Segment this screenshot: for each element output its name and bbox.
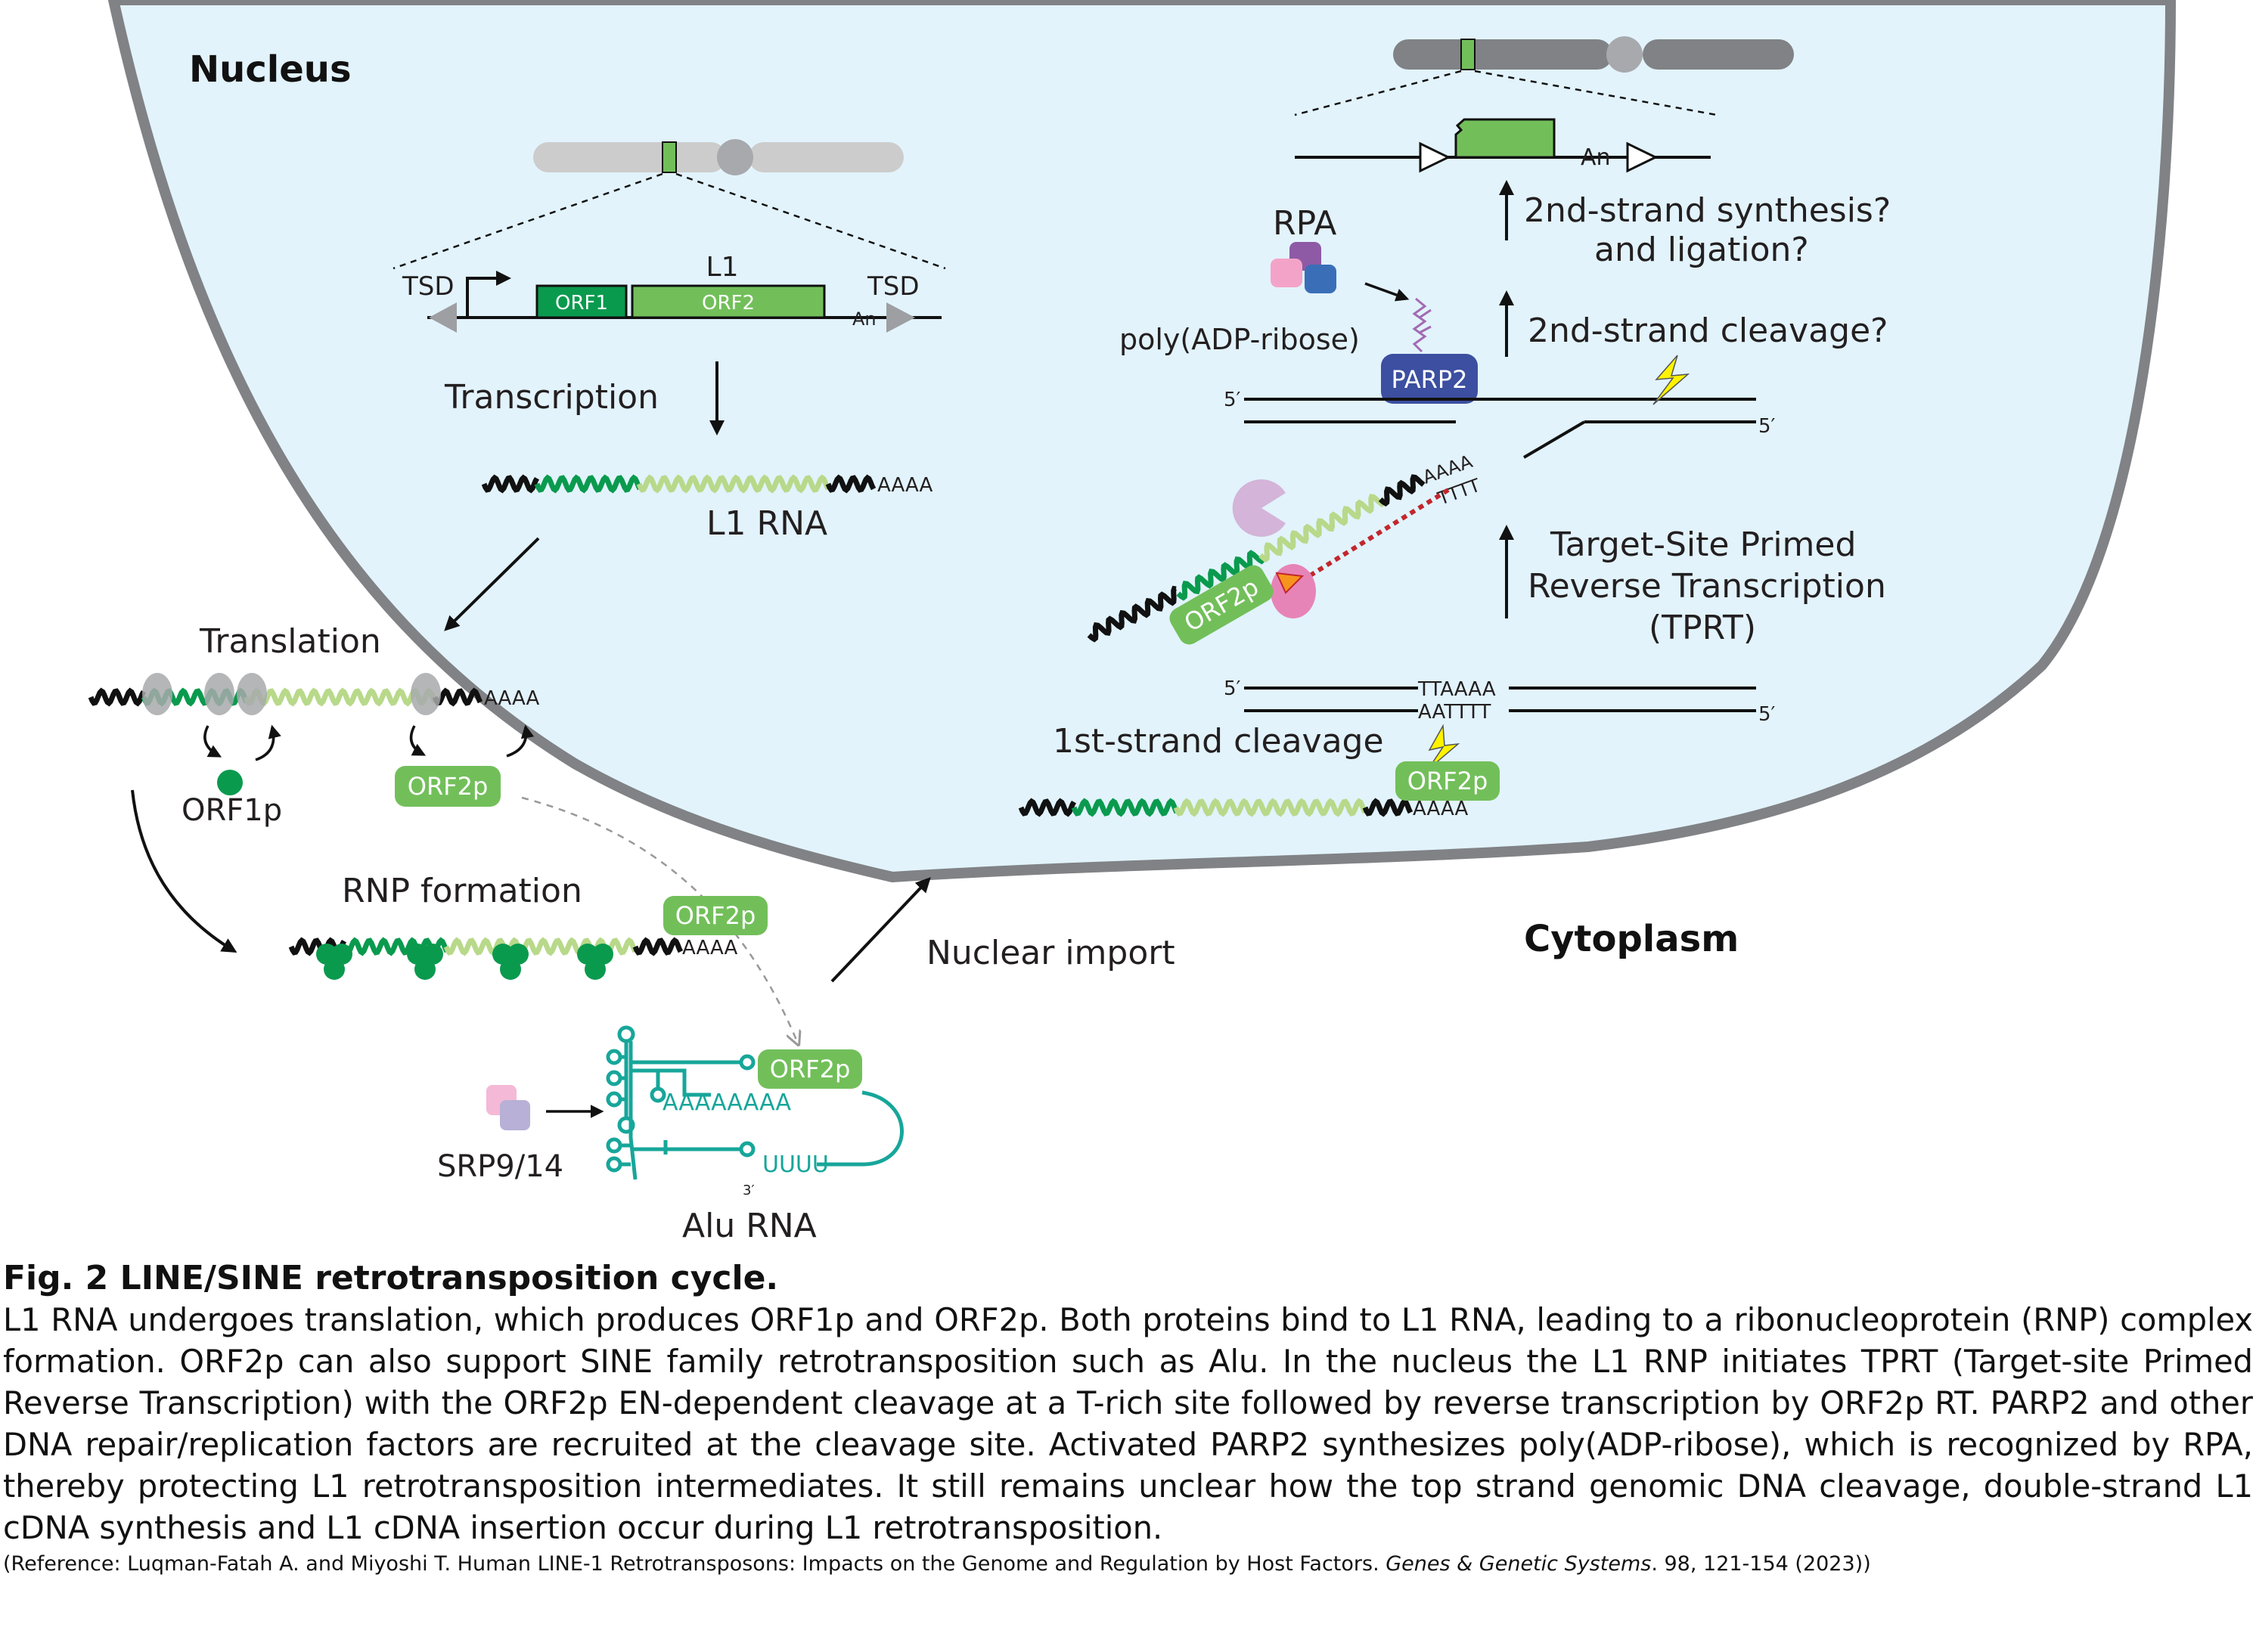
- reverse-transcription-strand: [1087, 474, 1426, 643]
- chromosome-right: [1294, 36, 1794, 116]
- orf1p-release-arrow: [203, 725, 222, 758]
- rna-to-translation-arrow: [444, 537, 540, 631]
- synthesis-label-2: and ligation?: [1594, 231, 1809, 269]
- caption-body: L1 RNA undergoes translation, which prod…: [3, 1301, 2253, 1546]
- reference-prefix: (Reference: Luqman-Fatah A. and Miyoshi …: [3, 1552, 1386, 1576]
- site-bottom-seq: AATTTT: [1418, 701, 1491, 724]
- second-cleavage-bolt: [1652, 355, 1690, 405]
- tprt-label-3: (TPRT): [1649, 609, 1756, 647]
- l1-rna-strand: [481, 474, 877, 494]
- site-bottom-five-prime: 5′: [1758, 703, 1776, 726]
- nuclear-import-arrow: [830, 877, 931, 983]
- insert-poly-a: An: [1581, 144, 1611, 171]
- orf1p-bind-arrow: [255, 724, 281, 761]
- l1-label: L1: [706, 252, 739, 283]
- rnp-poly-a: AAAA: [682, 937, 738, 959]
- rpa-label: RPA: [1273, 204, 1336, 243]
- translation-poly-a: AAAA: [484, 687, 540, 710]
- target-site-dna: [1244, 687, 1756, 712]
- rpa-to-pad-arrow: [1364, 282, 1410, 302]
- orf2p-to-alu-arrow: [521, 796, 798, 1043]
- orf2p-free-label: ORF2p: [408, 772, 489, 801]
- alu-poly-a: AAAAAAAA: [663, 1089, 792, 1116]
- poly-adp-ribose-label: poly(ADP-ribose): [1119, 323, 1360, 356]
- l1-rna-label: L1 RNA: [706, 504, 827, 543]
- first-cleavage-rna: [1018, 798, 1413, 817]
- gene-poly-a-label: An: [852, 308, 877, 330]
- tsd-left-label: TSD: [402, 271, 455, 302]
- tprt-label-2: Reverse Transcription: [1528, 567, 1886, 606]
- pacman-protein: [1232, 479, 1286, 537]
- orf2-label: ORF2: [702, 292, 755, 315]
- srp9-14-complex: [486, 1085, 530, 1130]
- synthesis-label-1: 2nd-strand synthesis?: [1524, 191, 1891, 230]
- alu-orf2p-protein: [758, 1049, 862, 1089]
- site-top-five-prime: 5′: [1224, 677, 1241, 700]
- tprt-intermediate-dna: [1244, 398, 1756, 459]
- first-cleavage-orf2p: [1395, 761, 1500, 801]
- l1-gene-construct: [427, 271, 942, 333]
- srp9-14-label: SRP9/14: [437, 1149, 563, 1184]
- alu-rna-structure: [606, 1025, 904, 1180]
- caption-title: Fig. 2 LINE/SINE retrotransposition cycl…: [3, 1259, 779, 1297]
- chromosome-left: [393, 139, 946, 270]
- orf1p-protein: [217, 770, 243, 795]
- bottom-five-prime-label: 5′: [1758, 415, 1776, 438]
- transcription-label: Transcription: [444, 378, 659, 417]
- nucleus-label: Nucleus: [189, 48, 352, 91]
- parp2-label: PARP2: [1391, 365, 1467, 394]
- reference-journal: Genes & Genetic Systems: [1386, 1552, 1652, 1576]
- alu-rna-label: Alu RNA: [682, 1207, 817, 1245]
- rt-active-site: [1275, 572, 1305, 594]
- translation-to-rnp-arrow: [131, 789, 237, 953]
- rpa-complex: [1271, 242, 1336, 293]
- orf2p-release-arrow: [409, 725, 427, 756]
- tprt-label-1: Target-Site Primed: [1550, 525, 1856, 564]
- orf1p-label: ORF1p: [182, 793, 282, 828]
- figure-caption: Fig. 2 LINE/SINE retrotransposition cycl…: [3, 1258, 2253, 1579]
- rnp-orf2p-label: ORF2p: [675, 901, 756, 930]
- retrotransposition-diagram: Nucleus Cytoplasm TSD TSD ORF1 ORF2 L1 A…: [88, 0, 2176, 1245]
- parp2-protein: [1381, 354, 1478, 404]
- tsd-right-label: TSD: [867, 271, 920, 302]
- nuclear-import-label: Nuclear import: [926, 934, 1175, 972]
- first-cleavage-orf2p-label: ORF2p: [1407, 767, 1488, 795]
- l1-rna-poly-a: AAAA: [877, 474, 933, 497]
- alu-three-prime: 3′: [743, 1182, 755, 1198]
- top-five-prime-label: 5′: [1224, 389, 1241, 411]
- alu-orf2p-label: ORF2p: [770, 1055, 851, 1083]
- orf2p-bind-arrow: [506, 724, 535, 758]
- translation-strand: [88, 673, 483, 715]
- translation-label: Translation: [199, 622, 381, 661]
- nucleus-membrane: [108, 0, 2176, 882]
- rt-pink-protein: [1271, 564, 1316, 618]
- l1-insertion: [1295, 118, 1711, 173]
- reference-suffix: . 98, 121-154 (2023)): [1651, 1552, 1871, 1576]
- site-top-seq: TTAAAA: [1417, 678, 1496, 701]
- alu-poly-u: UUUU: [762, 1151, 829, 1178]
- caption-reference: (Reference: Luqman-Fatah A. and Miyoshi …: [3, 1550, 2253, 1579]
- rnp-strand: [288, 937, 684, 980]
- cytoplasm-label: Cytoplasm: [1524, 918, 1739, 960]
- orf1-label: ORF1: [555, 292, 608, 315]
- first-cleavage-poly-a: AAAA: [1413, 798, 1469, 820]
- rnp-orf2p-protein: [663, 896, 768, 935]
- poly-adp-ribose-chain: [1412, 297, 1432, 353]
- first-cleavage-label: 1st-strand cleavage: [1053, 722, 1384, 761]
- orf2p-free-protein: [395, 766, 501, 807]
- rnp-formation-label: RNP formation: [342, 872, 582, 910]
- second-cleavage-label: 2nd-strand cleavage?: [1528, 311, 1888, 350]
